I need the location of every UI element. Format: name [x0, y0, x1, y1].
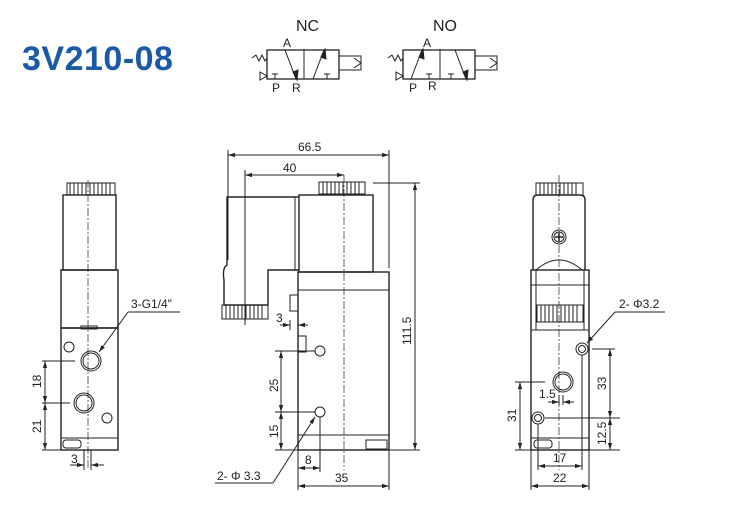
nc-port-r: R [292, 81, 301, 95]
left-side-view [42, 180, 180, 470]
dim-3-front: 3 [276, 311, 283, 325]
no-port-a: A [423, 36, 431, 50]
no-label: NO [433, 18, 457, 35]
dim-18: 18 [30, 374, 44, 388]
dim-33: 33 [595, 376, 609, 390]
dim-31: 31 [505, 408, 519, 422]
model-title: 3V210-08 [22, 40, 174, 78]
dim-12-5: 12.5 [595, 421, 609, 445]
dim-25: 25 [267, 378, 281, 392]
nc-port-p: P [272, 81, 280, 95]
front-view [215, 150, 420, 490]
dim-17: 17 [553, 451, 567, 465]
dim-22: 22 [553, 471, 567, 485]
no-port-p: P [409, 81, 417, 95]
dim-35: 35 [335, 471, 349, 485]
no-port-r: R [428, 79, 437, 93]
dim-3-left: 3 [71, 452, 78, 466]
dim-15: 15 [267, 424, 281, 438]
nc-port-a: A [283, 36, 291, 50]
dim-1-5: 1.5 [539, 387, 556, 401]
dim-8: 8 [305, 453, 312, 467]
nc-label: NC [296, 18, 319, 35]
dim-111-5: 111.5 [400, 316, 414, 345]
dim-40: 40 [283, 161, 297, 175]
nc-valve-symbol [251, 47, 362, 82]
no-valve-symbol [387, 47, 498, 82]
hole-callout-right: 2- Φ3.2 [619, 297, 660, 311]
dim-21: 21 [30, 419, 44, 433]
dim-66-5: 66.5 [298, 140, 322, 154]
hole-callout-front: 2- Φ 3.3 [217, 469, 261, 483]
right-side-view [515, 175, 665, 490]
port-callout: 3-G1/4" [131, 297, 172, 311]
